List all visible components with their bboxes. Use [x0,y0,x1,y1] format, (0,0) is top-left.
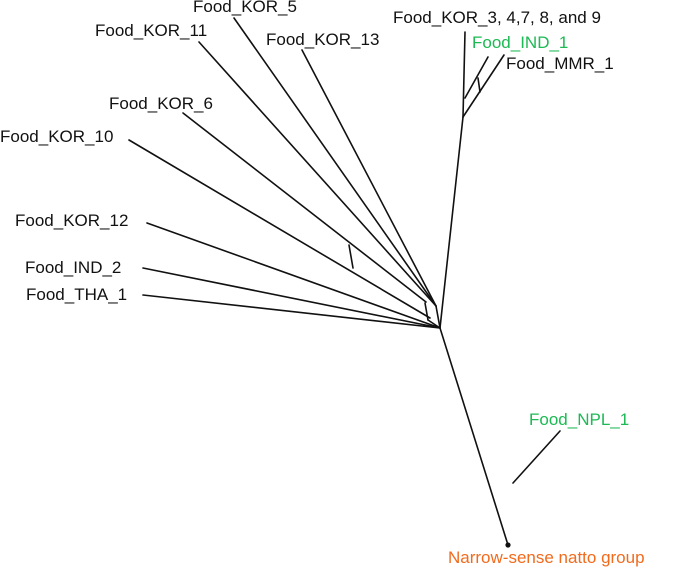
label-kor-11: Food_KOR_11 [95,21,208,40]
branch-kor-10 [128,139,431,319]
label-mmr-1: Food_MMR_1 [506,54,614,73]
branch-inner-left [435,305,441,329]
branch-npl-1 [512,430,561,484]
branch-kor-5 [233,17,437,307]
label-kor-12: Food_KOR_12 [15,211,129,230]
crossbar-center [424,302,429,321]
crossbar-kor-6-10 [348,244,354,269]
branch-upper-right-trunk [439,116,464,329]
label-kor-3-group: Food_KOR_3, 4,7, 8, and 9 [393,8,601,27]
branch-kor-12 [146,222,441,329]
label-natto-group: Narrow-sense natto group [448,548,645,567]
label-kor-6: Food_KOR_6 [109,94,213,113]
branch-ind-1 [464,56,489,99]
branch-mmr-1 [462,54,505,118]
label-tha-1: Food_THA_1 [26,285,128,304]
label-kor-5: Food_KOR_5 [193,0,297,16]
branch-natto [439,327,509,546]
branch-tha-1 [142,294,441,329]
label-kor-10: Food_KOR_10 [0,127,114,146]
crossbar-ind-mmr [477,77,481,93]
label-ind-2: Food_IND_2 [25,258,122,277]
label-kor-13: Food_KOR_13 [266,30,380,49]
label-npl-1: Food_NPL_1 [529,410,630,429]
branch-kor-13 [301,49,437,307]
branch-kor-11 [198,41,437,307]
branch-kor-6 [182,112,427,303]
natto-node [505,542,511,548]
branch-kor-3-group [462,31,466,118]
label-ind-1: Food_IND_1 [472,33,569,52]
branch-ind-2 [142,267,441,329]
